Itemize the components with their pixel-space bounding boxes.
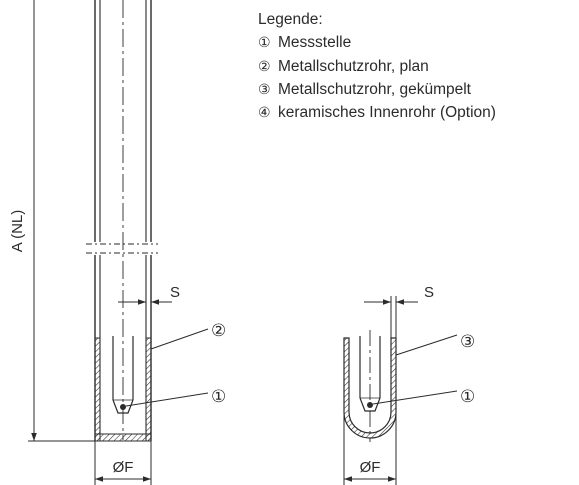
legend-item-2: ② Metallschutzrohr, plan: [258, 55, 496, 78]
left-tip-callout: ①: [211, 387, 226, 406]
left-measuring-point: [120, 404, 126, 410]
right-wall-thickness-dimension: [364, 296, 418, 338]
right-diameter-dimension: [343, 412, 397, 485]
legend-item-number: ④: [258, 104, 271, 121]
right-tube-callout: ③: [460, 332, 475, 351]
length-dimension-label: A (NL): [9, 210, 26, 253]
legend-title: Legende:: [258, 11, 323, 28]
left-diameter-label: ØF: [113, 459, 134, 476]
left-wall-section-right: [145, 337, 152, 442]
right-probe: [343, 330, 397, 442]
right-tube-leader: [395, 334, 458, 356]
left-wall-thickness-label: S: [170, 284, 180, 301]
legend-item-label: Metallschutzrohr, gekümpelt: [278, 80, 471, 98]
left-tip-leader: [125, 392, 209, 407]
legend-item-number: ①: [258, 34, 271, 51]
legend-item-number: ②: [258, 57, 271, 74]
legend-item-label: Metallschutzrohr, plan: [278, 57, 429, 75]
length-dimension: [28, 0, 95, 442]
left-tube-callout: ②: [211, 321, 226, 340]
right-wall-thickness-label: S: [424, 284, 434, 301]
left-diameter-dimension: [94, 441, 152, 485]
left-wall-thickness-dimension: [118, 296, 172, 338]
legend: Legende: ① Messstelle ② Metallschutzrohr, …: [258, 9, 496, 124]
right-tip-leader: [372, 390, 458, 405]
legend-item-4: ④ keramisches Innenrohr (Option): [258, 101, 496, 124]
left-wall-section-left: [94, 337, 101, 442]
right-tip-callout: ①: [460, 387, 475, 406]
right-measuring-point: [367, 402, 373, 408]
right-diameter-label: ØF: [360, 459, 381, 476]
legend-item-label: Messstelle: [278, 34, 352, 52]
legend-item-3: ③ Metallschutzrohr, gekümpelt: [258, 78, 496, 101]
legend-item-1: ① Messstelle: [258, 31, 496, 54]
left-probe: [86, 0, 158, 442]
left-tube-leader: [150, 328, 209, 350]
legend-item-label: keramisches Innenrohr (Option): [278, 104, 496, 122]
legend-item-number: ③: [258, 80, 271, 97]
